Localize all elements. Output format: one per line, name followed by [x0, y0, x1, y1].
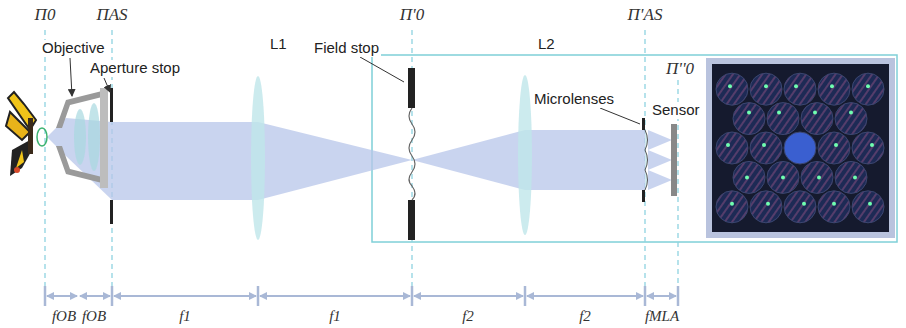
light-beam: [47, 118, 672, 200]
part-label: Aperture stop: [88, 60, 182, 77]
distance-ruler: [45, 286, 678, 306]
part-label: L2: [536, 36, 557, 53]
microlens-array: [642, 118, 648, 202]
part-label: Field stop: [312, 40, 381, 57]
plane-label: Π'0: [398, 6, 426, 25]
leader-lines: [70, 57, 640, 124]
plane-label: Π''0: [664, 60, 696, 79]
part-label: L1: [268, 36, 289, 53]
lens-l2: [518, 75, 532, 235]
light-field-image: [706, 58, 895, 238]
distance-label: fOB: [82, 308, 106, 325]
part-label: Microlenses: [532, 91, 616, 108]
distance-label: f2: [462, 308, 474, 325]
lens-l1: [251, 76, 265, 240]
distance-label: fMLA: [645, 308, 679, 325]
relay-box: [372, 55, 897, 242]
plane-label: ΠAS: [94, 6, 129, 25]
field-stop: [408, 68, 415, 240]
part-label: Sensor: [650, 102, 702, 119]
plane-label: Π'AS: [626, 6, 665, 25]
objective-lens: [56, 88, 113, 224]
distance-label: fOB: [52, 308, 76, 325]
distance-label: f1: [329, 308, 341, 325]
part-label: Objective: [40, 40, 107, 57]
plane-lines: [45, 30, 678, 292]
distance-label: f1: [179, 308, 191, 325]
distance-label: f2: [579, 308, 591, 325]
butterfly-specimen: [6, 92, 47, 176]
plane-label: Π0: [33, 6, 58, 25]
sensor-plate: [671, 124, 677, 196]
